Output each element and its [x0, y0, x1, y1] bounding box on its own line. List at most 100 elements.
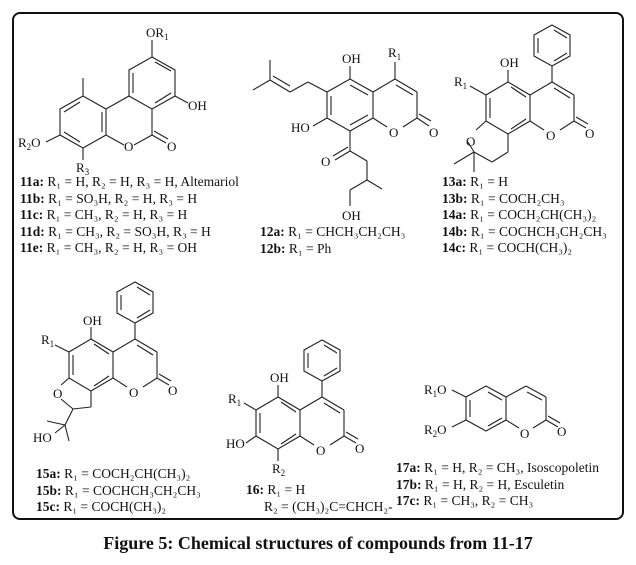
substituent-text: R₁ = CH₃, R₂ = SO₃H, R₃ = H: [48, 223, 211, 239]
legend-row: 12a: R₁ = CHCH₃CH₂CH₃: [260, 224, 405, 241]
r2-label: R2: [272, 461, 285, 478]
substituent-text: R₁ = H: [470, 174, 508, 189]
structure-15: OH R1 O O O HO: [33, 281, 177, 445]
substituent-text: R₁ = COCH(CH₃)₂: [63, 499, 167, 514]
legend-row: 11a: R₁ = H, R₂ = H, R₃ = H, Altemariol: [20, 174, 239, 191]
figure-caption: Figure 5: Chemical structures of compoun…: [103, 533, 533, 553]
compound-id: 16:: [246, 482, 264, 497]
ring-oxygen-label: O: [316, 443, 325, 458]
compound-id: 11a:: [20, 174, 45, 189]
substituent-text: R₁ = COCHCH₃CH₂CH₃: [64, 482, 201, 498]
r2o-label: R2O: [424, 422, 447, 439]
figure-frame: [12, 12, 624, 520]
compound-id: 17a:: [396, 460, 421, 475]
compound-id: 15b:: [36, 482, 62, 498]
ring-oxygen-label: O: [520, 426, 529, 441]
compound-id: 13a:: [442, 174, 467, 189]
substituent-text: R₁ = H, R₂ = CH₃, Isoscopoletin: [424, 460, 599, 475]
substituent-text: R₁ = CH₃, R₂ = H, R₃ = H: [46, 207, 188, 222]
r2o-label: R2O: [18, 135, 41, 152]
r1-label: R1: [454, 74, 467, 91]
carbonyl-oxygen-label: O: [557, 424, 566, 439]
substituent-text: R₁ = H, R₂ = H, R₃ = H, Altemariol: [47, 174, 239, 189]
legend-row: R₂ = (CH₃)₂C=CHCH₂-: [246, 499, 393, 516]
ho-label: HO: [291, 120, 310, 135]
legend-row: 11e: R₁ = CH₃, R₂ = H, R₃ = OH: [20, 240, 239, 257]
legend-row: 11d: R₁ = CH₃, R₂ = SO₃H, R₃ = H: [20, 224, 239, 241]
compound-id: 12b:: [260, 240, 286, 256]
carbonyl-oxygen-label: O: [429, 125, 438, 140]
carbonyl-oxygen-label: O: [585, 126, 594, 141]
substituent-text: R₁ = COCH₂CH(CH₃)₂: [470, 207, 597, 222]
legend-row: 13a: R₁ = H: [442, 174, 607, 191]
substituent-text: R₁ = SO₃H, R₂ = H, R₃ = H: [48, 190, 198, 206]
legend-row: 15c: R₁ = COCH(CH₃)₂: [36, 499, 201, 516]
oh-top-label: OH: [342, 51, 361, 66]
pyran-oxygen-label: O: [466, 134, 475, 149]
substituent-text: R₁ = COCHCH₃CH₂CH₃: [470, 223, 607, 239]
compound-id: 14c:: [442, 240, 466, 255]
legend-row: 13b: R₁ = COCH₂CH₃: [442, 191, 607, 208]
substituent-text: R₁ = CH₃, R₂ = H, R₃ = OH: [46, 240, 198, 255]
legend-row: 14c: R₁ = COCH(CH₃)₂: [442, 240, 607, 257]
compound-id: 17c:: [396, 493, 420, 508]
oh-label: OH: [500, 55, 519, 70]
substituent-text: R₂ = (CH₃)₂C=CHCH₂-: [264, 498, 393, 514]
substituent-text: R₁ = H, R₂ = H, Esculetin: [424, 476, 565, 492]
ring-oxygen-label: O: [124, 139, 133, 154]
compound-id: 11c:: [20, 207, 44, 222]
legend-row: 17c: R₁ = CH₃, R₂ = CH₃: [396, 493, 599, 510]
ho-label: HO: [33, 430, 52, 445]
r3-label: R3: [76, 160, 90, 177]
furan-oxygen-label: O: [53, 386, 62, 401]
oh-bottom-label: OH: [342, 208, 361, 223]
ring-oxygen-label: O: [389, 125, 398, 140]
legend-row: 17a: R₁ = H, R₂ = CH₃, Isoscopoletin: [396, 460, 599, 477]
compound-id: 11d:: [20, 223, 45, 239]
carbonyl-oxygen-label: O: [168, 383, 177, 398]
compound-id: 13b:: [442, 190, 468, 206]
r1-label: R1: [388, 45, 401, 62]
r1-label: R1: [228, 391, 241, 408]
compound-id: 15a:: [36, 466, 61, 481]
or1-label: OR1: [146, 25, 169, 42]
ho-label: HO: [226, 436, 245, 451]
legend-row: 11b: R₁ = SO₃H, R₂ = H, R₃ = H: [20, 191, 239, 208]
structure-11: OR1 OH R2O O O R3: [18, 25, 207, 177]
substituent-text: R₁ = CHCH₃CH₂CH₃: [288, 224, 406, 239]
structure-17: R1O R2O O O: [424, 382, 566, 441]
structure-16: OH R1 HO O O R2: [226, 339, 364, 478]
legend-row: 15b: R₁ = COCHCH₃CH₂CH₃: [36, 483, 201, 500]
compound-id: 12a:: [260, 224, 285, 239]
substituent-text: R₁ = COCH₂CH₃: [470, 190, 565, 206]
acyl-oxygen-label: O: [321, 154, 330, 169]
legend-row: 17b: R₁ = H, R₂ = H, Esculetin: [396, 477, 599, 494]
legend-row: 14a: R₁ = COCH₂CH(CH₃)₂: [442, 207, 607, 224]
oh-label: OH: [188, 98, 207, 113]
legend-row: 11c: R₁ = CH₃, R₂ = H, R₃ = H: [20, 207, 239, 224]
substituent-text: R₁ = COCH₂CH(CH₃)₂: [64, 466, 191, 481]
compound-id: 15c:: [36, 499, 60, 514]
compound-id: 11b:: [20, 190, 45, 206]
legend-row: 15a: R₁ = COCH₂CH(CH₃)₂: [36, 466, 201, 483]
legend-row: 12b: R₁ = Ph: [260, 241, 405, 258]
substituent-text: R₁ = CH₃, R₂ = CH₃: [423, 493, 534, 508]
compound-id: 17b:: [396, 476, 422, 492]
carbonyl-oxygen-label: O: [167, 139, 176, 154]
r1o-label: R1O: [424, 382, 447, 399]
ring-oxygen-label: O: [129, 385, 138, 400]
substituent-text: R₁ = COCH(CH₃)₂: [469, 240, 573, 255]
substituent-text: R₁ = Ph: [288, 240, 332, 256]
legend-row: 14b: R₁ = COCHCH₃CH₂CH₃: [442, 224, 607, 241]
substituent-text: R₁ = H: [267, 482, 306, 497]
r1-label: R1: [41, 332, 54, 349]
compound-id: 11e:: [20, 240, 44, 255]
compound-id: 14a:: [442, 207, 467, 222]
compound-id: 14b:: [442, 223, 468, 239]
